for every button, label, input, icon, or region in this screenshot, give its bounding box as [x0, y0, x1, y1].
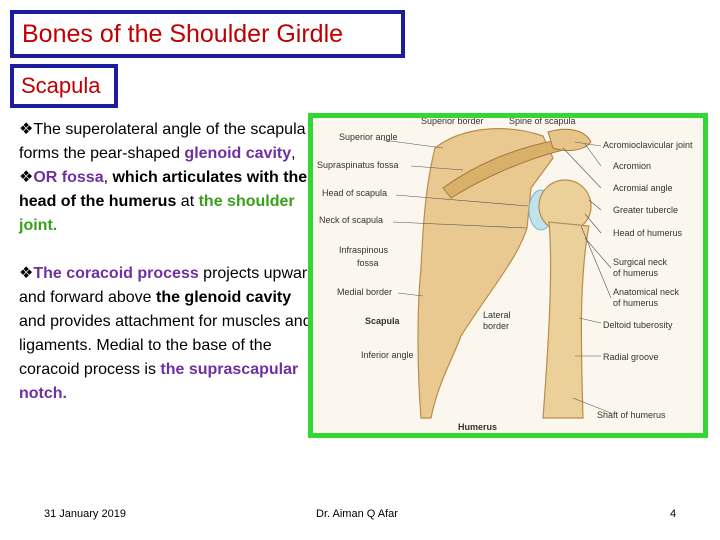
label-anatomical-neck: Anatomical neck: [613, 287, 680, 297]
label-scapula: Scapula: [365, 316, 401, 326]
diamond-bullet-icon: ❖: [19, 265, 34, 282]
humerus-shaft: [542, 221, 590, 419]
bullet2-notch: the suprascapular notch.: [19, 361, 299, 402]
bullet1-text-a: The superolateral angle of the scapula f…: [19, 121, 306, 162]
label-ac-joint: Acromioclavicular joint: [603, 140, 693, 150]
label-supraspinatus: Supraspinatus fossa: [317, 160, 399, 170]
title-box: Bones of the Shoulder Girdle: [10, 10, 405, 58]
label-surgical-neck-2: of humerus: [613, 268, 659, 278]
label-neck-of-scapula: Neck of scapula: [319, 215, 383, 225]
bullet1-articulates: which articulates with the head of the h…: [19, 169, 308, 210]
scapula-bone: [417, 128, 554, 419]
bullet1-joint: the shoulder joint.: [19, 193, 295, 234]
diamond-bullet-icon: ❖: [19, 169, 34, 186]
label-shaft-of-humerus: Shaft of humerus: [597, 410, 666, 420]
bullet2-coracoid: The coracoid process: [33, 265, 199, 282]
label-fossa: fossa: [357, 258, 379, 268]
label-superior-border: Superior border: [421, 118, 484, 126]
label-greater-tubercle: Greater tubercle: [613, 205, 678, 215]
label-acromion: Acromion: [613, 161, 651, 171]
label-deltoid-tuberosity: Deltoid tuberosity: [603, 320, 673, 330]
bullet1-comma2: ,: [103, 169, 113, 186]
bullet2-text-b: and provides attachment for muscles and …: [19, 313, 312, 378]
bullet-paragraph-2: ❖The coracoid process projects upward an…: [19, 262, 319, 406]
bullet1-comma: ,: [291, 145, 296, 162]
bullet-paragraph-1: ❖The superolateral angle of the scapula …: [19, 118, 319, 238]
label-head-of-humerus: Head of humerus: [613, 228, 683, 238]
label-infraspinous: Infraspinous: [339, 245, 389, 255]
scapula-humerus-illustration: Superior angle Supraspinatus fossa Head …: [317, 118, 693, 432]
label-inferior-angle: Inferior angle: [361, 350, 414, 360]
shoulder-bones-figure: Superior angle Supraspinatus fossa Head …: [308, 113, 708, 438]
footer-page-number: 4: [670, 508, 677, 520]
bullet1-at: at: [176, 193, 199, 210]
footer-author: Dr. Aiman Q Afar: [316, 508, 398, 520]
bullet2-text-a: projects upward and forward above: [19, 265, 317, 306]
slide-subtitle: Scapula: [21, 73, 101, 98]
slide-title: Bones of the Shoulder Girdle: [22, 19, 344, 48]
label-head-of-scapula: Head of scapula: [322, 188, 387, 198]
label-radial-groove: Radial groove: [603, 352, 659, 362]
body-text: ❖The superolateral angle of the scapula …: [19, 118, 319, 406]
subtitle-box: Scapula: [10, 64, 118, 108]
label-humerus: Humerus: [458, 422, 497, 432]
label-lateral: Lateral: [483, 310, 511, 320]
label-superior-angle: Superior angle: [339, 132, 398, 142]
footer-date: 31 January 2019: [44, 508, 126, 520]
bullet1-or-fossa: OR fossa: [33, 169, 104, 186]
acromion: [547, 128, 592, 151]
label-acromial-angle: Acromial angle: [613, 183, 673, 193]
label-border: border: [483, 321, 509, 331]
label-medial-border: Medial border: [337, 287, 392, 297]
label-surgical-neck: Surgical neck: [613, 257, 668, 267]
leader-lines: [382, 139, 612, 414]
diamond-bullet-icon: ❖: [19, 121, 34, 138]
bullet2-glenoid: the glenoid cavity: [155, 289, 292, 306]
label-anatomical-neck-2: of humerus: [613, 298, 659, 308]
label-spine-of-scapula: Spine of scapula: [509, 118, 576, 126]
bullet1-glenoid: glenoid cavity: [184, 145, 292, 162]
